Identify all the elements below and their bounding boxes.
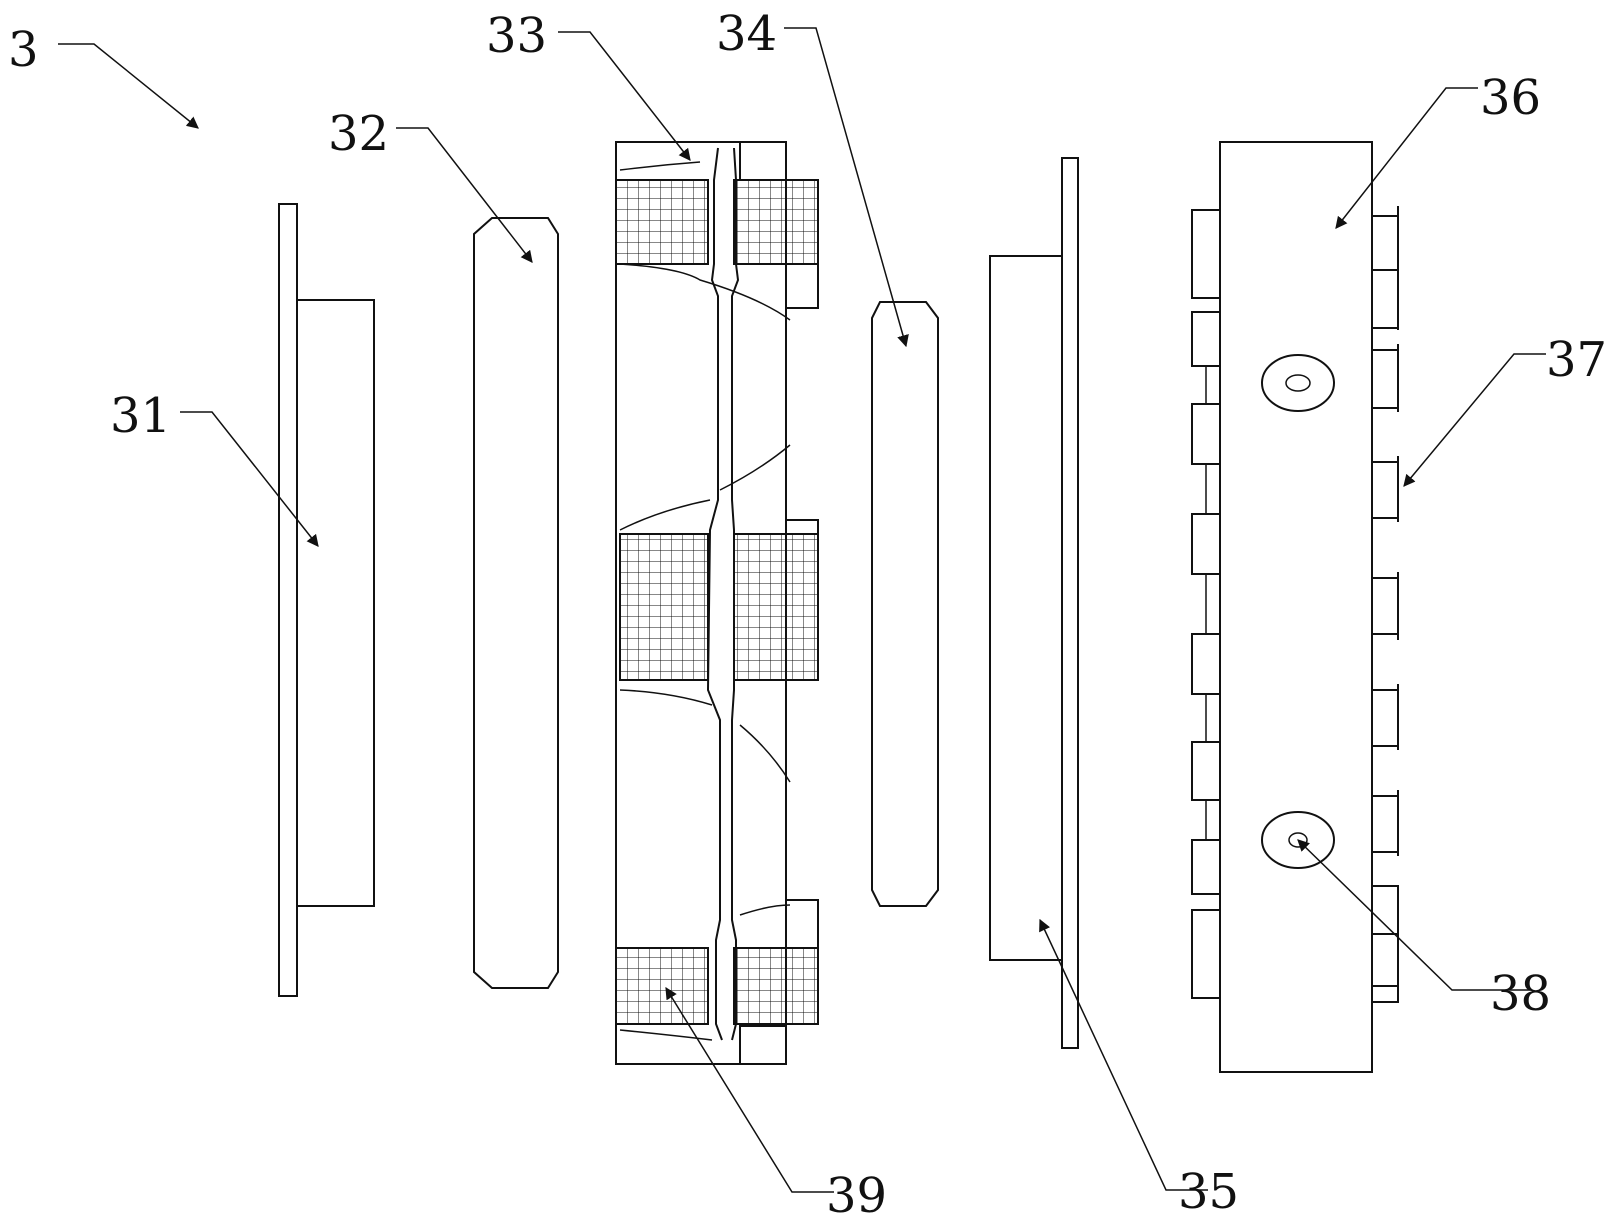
part-31-mounting-plate: [279, 204, 374, 996]
label-31: 31: [110, 388, 171, 444]
part-36-terminal-block: [1192, 142, 1398, 1072]
coil-upper-left: [616, 180, 708, 264]
coil-upper-right: [734, 180, 818, 264]
label-33: 33: [486, 8, 547, 64]
part-33-core-module: [616, 142, 818, 1064]
label-34: 34: [716, 6, 777, 62]
label-36: 36: [1480, 70, 1541, 126]
label-37: 37: [1546, 332, 1607, 388]
label-3: 3: [8, 22, 39, 78]
part-35-plate: [990, 158, 1078, 1048]
coil-middle-right: [734, 534, 818, 680]
part-34-gasket: [872, 302, 938, 906]
coil-lower-right: [734, 948, 818, 1024]
coil-middle-left: [620, 534, 708, 680]
part-32-gasket: [474, 218, 558, 988]
label-32: 32: [328, 106, 389, 162]
part-37-terminals: [1372, 206, 1398, 1002]
label-38: 38: [1490, 966, 1551, 1022]
coil-lower-left: [616, 948, 708, 1024]
label-39: 39: [826, 1168, 887, 1219]
label-35: 35: [1178, 1164, 1239, 1219]
